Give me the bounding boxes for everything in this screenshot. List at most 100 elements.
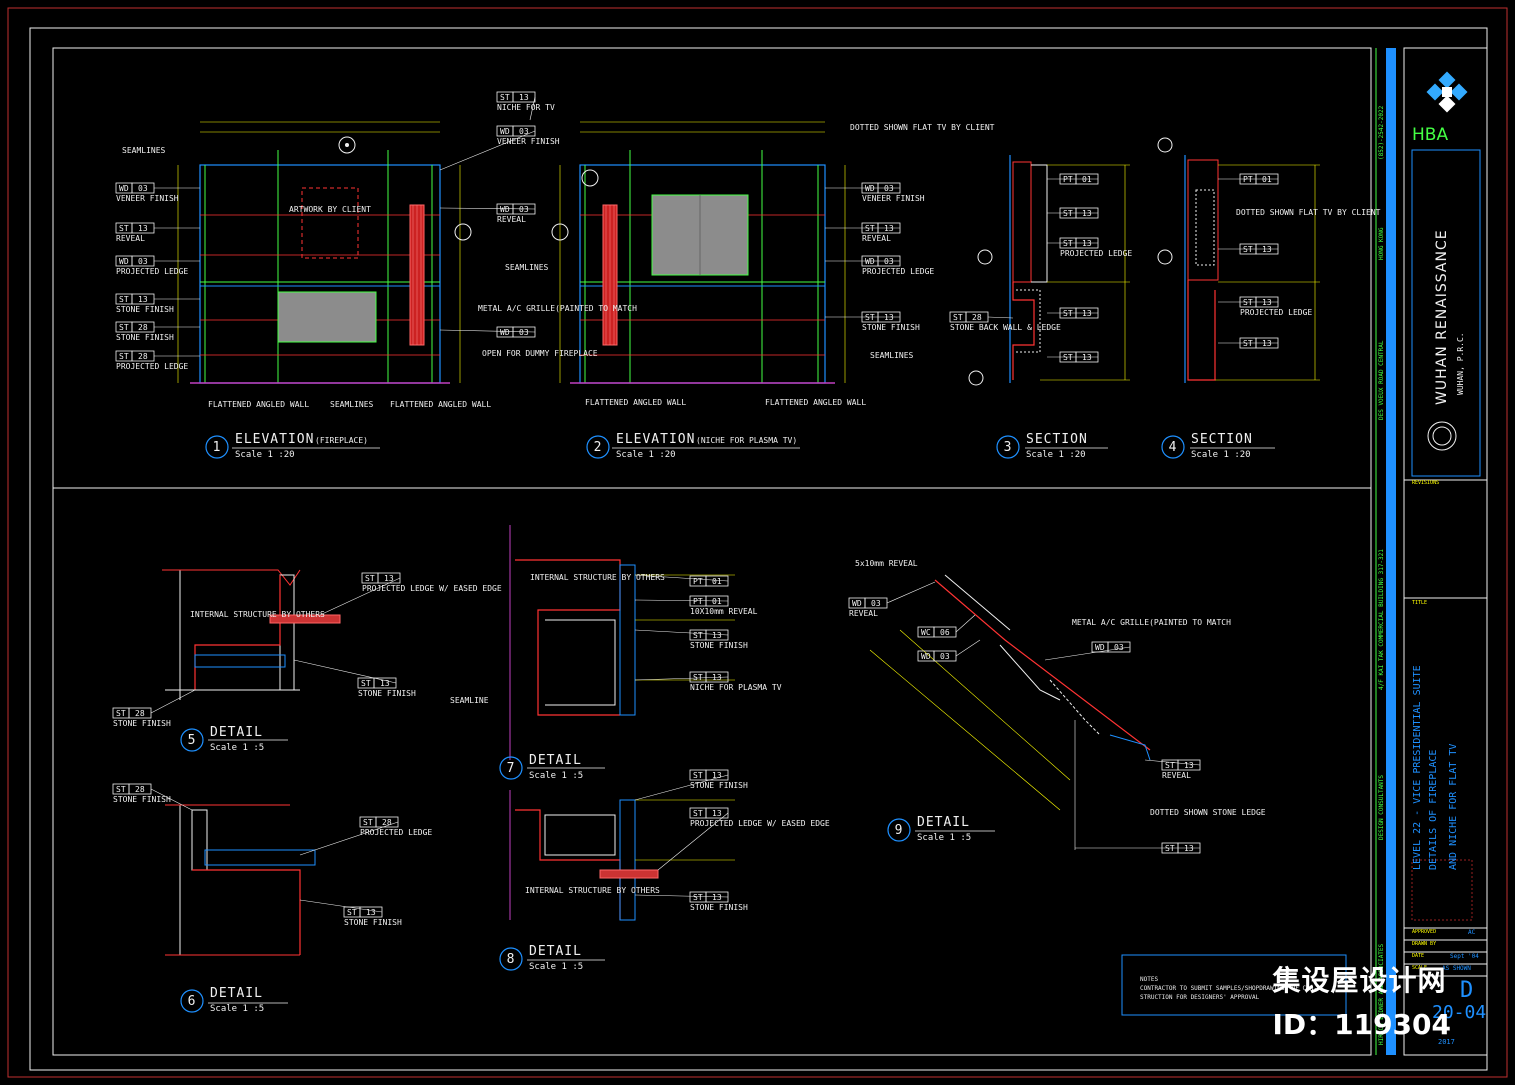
material-number: 03 <box>884 184 894 193</box>
outer-border <box>7 7 1508 1078</box>
material-caption: STONE FINISH <box>113 719 171 728</box>
detail-8-drawing <box>509 790 735 921</box>
title-blue-band <box>1386 48 1396 1055</box>
material-number: 03 <box>519 127 529 136</box>
project-emblem-icon <box>1427 421 1457 451</box>
material-code: ST <box>1243 298 1253 307</box>
view-title-text: DETAIL <box>917 815 970 830</box>
material-code: PT <box>1243 175 1253 184</box>
approved-label: APPROVED <box>1412 929 1437 935</box>
material-caption: STONE FINISH <box>358 689 416 698</box>
sheet-letter: D <box>1460 978 1474 1003</box>
material-code: WD <box>500 328 510 337</box>
material-number: 13 <box>1082 309 1092 318</box>
title-block-frame <box>1403 47 1488 1056</box>
material-number: 13 <box>366 908 376 917</box>
approved-value: AC <box>1468 929 1476 936</box>
address-line-1: DES VOEUX ROAD CENTRAL <box>1378 340 1385 420</box>
material-code: ST <box>119 352 129 361</box>
material-caption: STONE FINISH <box>690 781 748 790</box>
view-scale: Scale 1 :20 <box>1026 450 1086 460</box>
material-caption: PROJECTED LEDGE <box>116 267 188 276</box>
material-code: ST <box>1165 761 1175 770</box>
material-caption: REVEAL <box>862 234 891 243</box>
material-caption: NICHE FOR PLASMA TV <box>690 683 782 692</box>
sec4-dotted-note: DOTTED SHOWN FLAT TV BY CLIENT <box>1236 208 1381 217</box>
material-code: ST <box>1243 339 1253 348</box>
material-number: 03 <box>940 652 950 661</box>
material-number: 13 <box>712 809 722 818</box>
material-number: 13 <box>519 93 529 102</box>
material-number: 03 <box>138 184 148 193</box>
material-caption: PROJECTED LEDGE W/ EASED EDGE <box>362 584 502 593</box>
material-code: ST <box>865 224 875 233</box>
material-number: 03 <box>138 257 148 266</box>
material-code: ST <box>116 785 126 794</box>
material-code: WD <box>865 184 875 193</box>
material-code: ST <box>365 574 375 583</box>
material-code: ST <box>119 224 129 233</box>
material-number: 28 <box>972 313 982 322</box>
material-number: 13 <box>1082 239 1092 248</box>
material-caption: PROJECTED LEDGE <box>1240 308 1312 317</box>
elev2-flattened-left: FLATTENED ANGLED WALL <box>585 398 686 407</box>
material-caption: STONE FINISH <box>113 795 171 804</box>
material-number: 13 <box>884 313 894 322</box>
material-number: 13 <box>1262 339 1272 348</box>
sec4-label-3: ST 13 <box>1218 337 1279 349</box>
sheet-number: 20-04 <box>1432 1002 1487 1023</box>
detail-7-drawing <box>509 525 735 760</box>
view-number: 7 <box>507 761 516 776</box>
material-code: WD <box>852 599 862 608</box>
notes-heading: NOTES <box>1140 976 1159 983</box>
view-number: 4 <box>1169 440 1178 455</box>
det9-dotted-note: DOTTED SHOWN STONE LEDGE <box>1150 808 1266 817</box>
det5-internal-note: INTERNAL STRUCTURE BY OTHERS <box>190 610 325 619</box>
material-code: ST <box>693 673 703 682</box>
det7-seamline-note: SEAMLINE <box>450 696 489 705</box>
drawn-label: DRAWN BY <box>1412 941 1437 947</box>
sheet-year: 2017 <box>1438 1038 1455 1046</box>
material-code: ST <box>1165 844 1175 853</box>
material-code: ST <box>1063 209 1073 218</box>
material-caption: 10X10mm REVEAL <box>690 607 758 616</box>
mid-seamlines: SEAMLINES <box>505 263 549 272</box>
material-code: PT <box>693 577 703 586</box>
elev1-metal-grille: METAL A/C GRILLE(PAINTED TO MATCH <box>478 304 637 313</box>
material-number: 13 <box>1262 245 1272 254</box>
material-code: ST <box>1063 353 1073 362</box>
material-caption: STONE FINISH <box>862 323 920 332</box>
view-number: 3 <box>1004 440 1013 455</box>
material-code: WD <box>921 652 931 661</box>
drawing-area-border <box>52 47 1372 1056</box>
firm-name: HBA <box>1412 125 1449 145</box>
detail-6-drawing <box>165 804 316 956</box>
material-number: 13 <box>1184 761 1194 770</box>
section-4-drawing <box>1157 137 1320 383</box>
material-caption: REVEAL <box>849 609 878 618</box>
view-title-text: DETAIL <box>529 944 582 959</box>
